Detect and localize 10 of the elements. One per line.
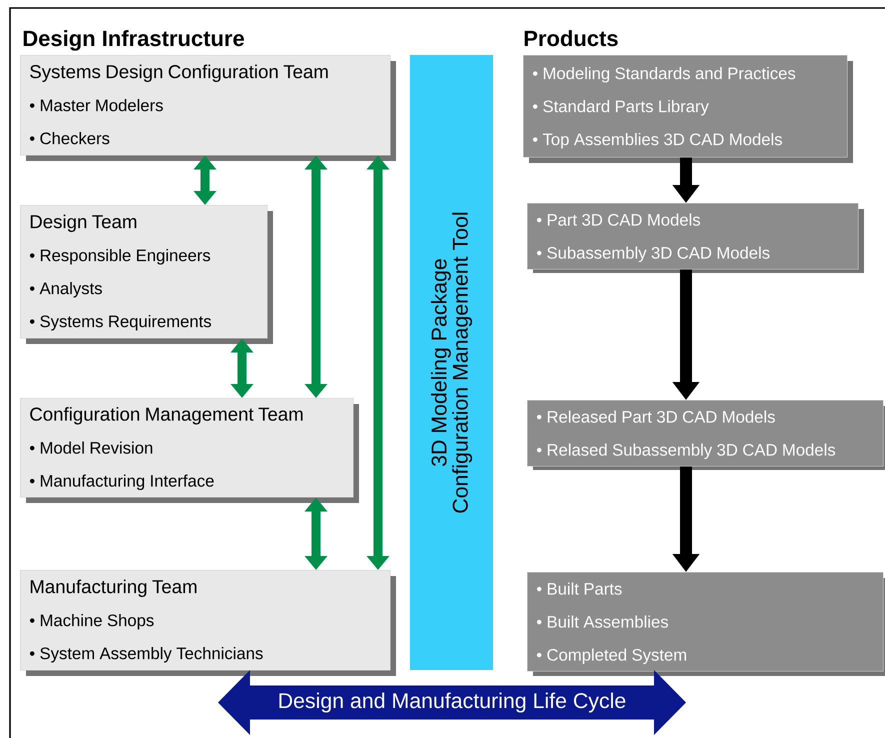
team-box: Configuration Management Team • Model Revision • Manufacturing Interface xyxy=(20,398,359,503)
team-box: Manufacturing Team • Machine Shops • System Assembly Technicians xyxy=(20,570,396,676)
tool-bar: 3D Modeling Package Configuration Management Tool xyxy=(410,55,493,670)
product-box: • Modeling Standards and Practices • Standard Parts Library • Top Assemblies 3D CAD Models xyxy=(523,55,853,163)
team-box: Systems Design Configuration Team • Master Modelers • Checkers xyxy=(20,55,396,161)
product-box: • Released Part 3D CAD Models • Relased Subassembly 3D CAD Models xyxy=(527,400,885,470)
section-heading: Products xyxy=(524,30,618,46)
product-box: • Part 3D CAD Models • Subassembly 3D CAD Models xyxy=(527,203,864,273)
team-box: Design Team • Responsible Engineers • Analysts • Systems Requirements xyxy=(20,205,273,344)
product-box: • Built Parts • Built Assemblies • Completed System xyxy=(527,572,885,676)
